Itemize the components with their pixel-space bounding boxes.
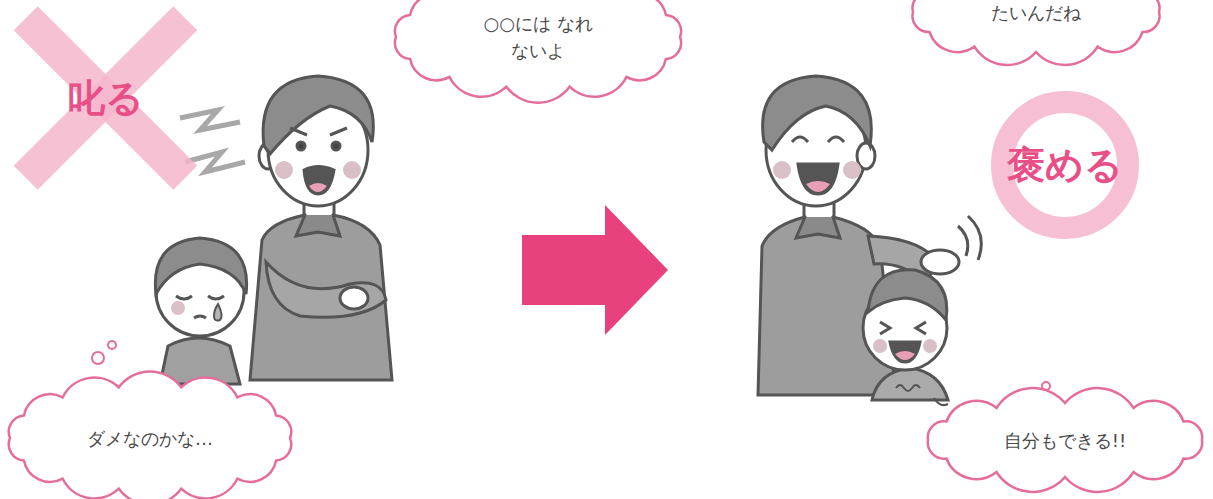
cloud-outline	[395, 0, 681, 103]
cloud-outline	[928, 388, 1202, 492]
scolding-father	[250, 76, 392, 380]
cheek	[171, 301, 185, 315]
bubble-text: ダメなのかな…	[87, 425, 213, 452]
sad-child	[155, 238, 246, 384]
cross-stroke	[14, 6, 198, 190]
cross-stroke	[14, 6, 198, 190]
block-arrow	[522, 205, 668, 335]
bubble-text: ○○には なれないよ	[479, 10, 597, 64]
mark-label: 叱る	[67, 70, 144, 127]
thought-bubble: ダメなのかな…	[2, 378, 298, 498]
cloud-outline	[913, 0, 1160, 65]
speech-bubble: ○○には なれないよ	[388, 0, 688, 96]
cheek	[343, 161, 361, 179]
happy-child	[863, 216, 981, 405]
cloud-outline	[9, 371, 291, 499]
cheek	[275, 161, 293, 179]
circle-mark: 褒める	[990, 90, 1140, 240]
ring-outline	[1002, 102, 1128, 228]
cross-mark: 叱る	[18, 12, 193, 184]
cheek	[923, 339, 937, 353]
speech-bubble: たいんだね	[905, 0, 1167, 60]
bubble-text: 自分もできる!!	[1004, 427, 1126, 454]
cheek	[773, 161, 791, 179]
thought-bubble: 自分もできる!!	[920, 395, 1210, 485]
cheek	[873, 339, 887, 353]
bubble-text: たいんだね	[991, 0, 1081, 26]
praising-father	[758, 76, 938, 395]
cheek	[843, 161, 861, 179]
mark-label: 褒める	[1007, 137, 1123, 194]
